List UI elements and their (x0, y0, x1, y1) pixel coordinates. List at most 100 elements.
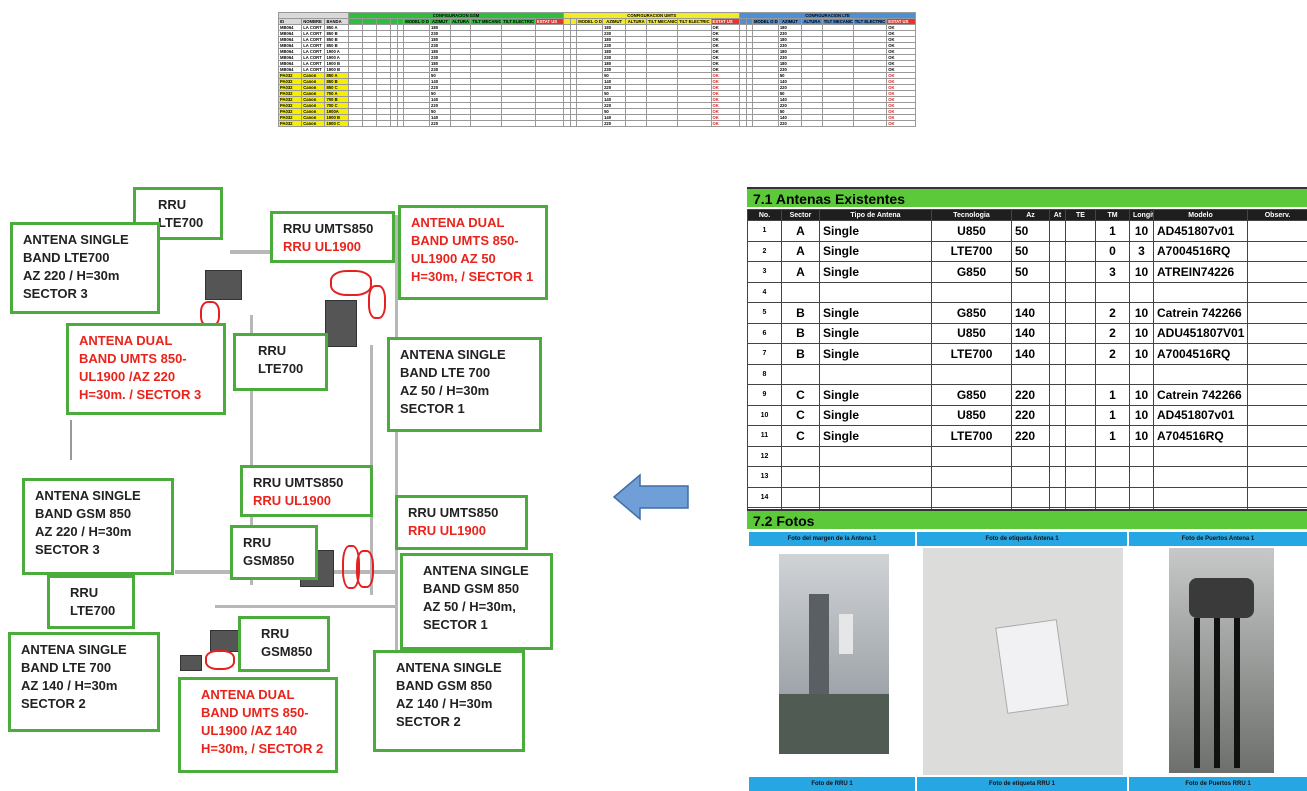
table-cell: 1 (1095, 384, 1130, 406)
table-cell: 2 (1095, 343, 1130, 365)
table-cell (1247, 281, 1307, 303)
table-cell (931, 486, 1012, 508)
table-cell (1065, 466, 1096, 488)
table-cell: 220 (1011, 404, 1050, 426)
table-cell: 3 (747, 261, 782, 283)
table-cell: Single (819, 240, 932, 262)
table-cell (1011, 445, 1050, 467)
photos-grid: Foto del margen de la Antena 1 Foto de R… (747, 532, 1307, 791)
ports-photo (1169, 548, 1274, 773)
column-header: Longit (1129, 209, 1154, 221)
table-cell (931, 281, 1012, 303)
table-cell: A7004516RQ (1153, 240, 1248, 262)
antenna-photo (779, 554, 889, 754)
table-cell: U850 (931, 404, 1012, 426)
table-cell (1049, 425, 1066, 447)
table-cell (781, 281, 820, 303)
table-cell (1049, 384, 1066, 406)
table-cell (1247, 302, 1307, 324)
col-nombre: NOMBRE (301, 18, 326, 25)
table-cell: 2 (1095, 302, 1130, 324)
table-cell: 10 (747, 404, 782, 426)
table-cell: AD451807v01 (1153, 404, 1248, 426)
table-cell: U850 (931, 220, 1012, 242)
antenna-equipment (180, 655, 202, 671)
table-cell: G850 (931, 302, 1012, 324)
table-cell (1153, 486, 1248, 508)
cable-run (250, 315, 253, 585)
table-cell: 13 (747, 466, 782, 488)
table-cell (1011, 486, 1050, 508)
table-cell (1247, 466, 1307, 488)
table-cell (819, 281, 932, 303)
table-cell (1011, 466, 1050, 488)
table-cell: 10 (1129, 404, 1154, 426)
table-cell: 140 (1011, 322, 1050, 344)
table-cell (1247, 445, 1307, 467)
table-cell: 8 (747, 363, 782, 385)
table-cell (1011, 363, 1050, 385)
column-header: Az (1011, 209, 1050, 221)
antenna-equipment (205, 270, 242, 300)
table-cell (931, 466, 1012, 488)
table-cell: A (781, 220, 820, 242)
table-cell: Single (819, 322, 932, 344)
table-cell: 10 (1129, 425, 1154, 447)
table-cell: 220 (1011, 425, 1050, 447)
table-cell (931, 363, 1012, 385)
table-cell (1049, 302, 1066, 324)
column-header: Observ. (1247, 209, 1307, 221)
table-cell: 50 (1011, 240, 1050, 262)
table-cell (1247, 425, 1307, 447)
table-cell: LTE700 (931, 425, 1012, 447)
table-cell (1095, 445, 1130, 467)
table-cell (1153, 281, 1248, 303)
table-cell: A (781, 261, 820, 283)
column-header: TM (1095, 209, 1130, 221)
column-header: Tecnologia (931, 209, 1012, 221)
table-cell: 140 (1011, 343, 1050, 365)
table-cell: 3 (1129, 240, 1154, 262)
label-photo (923, 548, 1123, 775)
table-cell: ADU451807V01 (1153, 322, 1248, 344)
highlight-circle (342, 545, 360, 589)
table-cell (1247, 261, 1307, 283)
table-cell: 1 (1095, 425, 1130, 447)
table-cell (1247, 220, 1307, 242)
table-cell: 50 (1011, 220, 1050, 242)
table-cell: 12 (747, 445, 782, 467)
column-header: Sector (781, 209, 820, 221)
table-cell: 50 (1011, 261, 1050, 283)
table-cell (1065, 343, 1096, 365)
table-cell: 10 (1129, 302, 1154, 324)
table-cell (1129, 363, 1154, 385)
table-cell (819, 466, 932, 488)
table-cell (1065, 302, 1096, 324)
table-cell (1247, 322, 1307, 344)
table-cell: Catrein 742266 (1153, 302, 1248, 324)
table-cell: 4 (747, 281, 782, 303)
table-cell (1065, 240, 1096, 262)
highlight-circle (330, 270, 372, 296)
table-cell (1153, 466, 1248, 488)
table-cell (1153, 445, 1248, 467)
table-cell (1095, 281, 1130, 303)
